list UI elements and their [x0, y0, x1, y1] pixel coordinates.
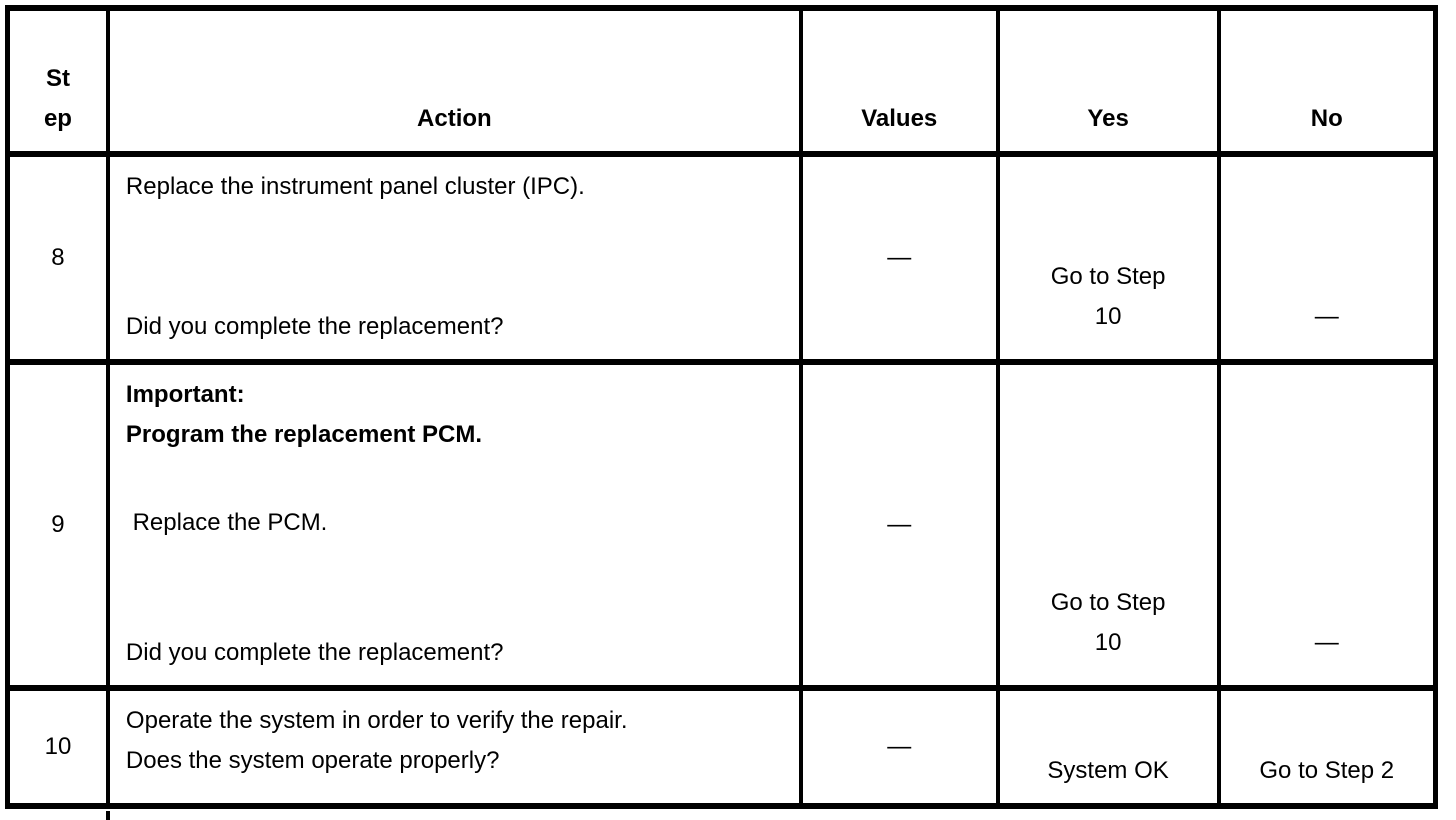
column-header-step: St ep	[5, 5, 110, 157]
column-header-yes: Yes	[995, 5, 1221, 157]
values-cell: —	[798, 359, 1000, 691]
yes-cell: Go to Step 10	[995, 151, 1221, 365]
yes-cell: System OK	[995, 685, 1221, 809]
yes-text: Go to Step 10	[1050, 589, 1173, 656]
no-cell: Go to Step 2	[1216, 685, 1438, 809]
action-text: Replace the PCM.	[125, 509, 328, 536]
action-question: Did you complete the replacement?	[125, 313, 504, 340]
column-header-values: Values	[798, 5, 1000, 157]
table-row-step-9: 9 Important: Program the replacement PCM…	[5, 359, 1438, 691]
action-cell: Replace the instrument panel cluster (IP…	[105, 151, 803, 365]
table-row-step-8: 8 Replace the instrument panel cluster (…	[5, 151, 1438, 365]
column-header-no: No	[1216, 5, 1438, 157]
action-cell: Important: Program the replacement PCM. …	[105, 359, 803, 691]
values-cell: —	[798, 151, 1000, 365]
column-header-action: Action	[105, 5, 803, 157]
header-row: St ep Action Values Yes No	[5, 5, 1438, 157]
yes-cell: Go to Step 10	[995, 359, 1221, 691]
values-cell: —	[798, 685, 1000, 809]
action-text: Replace the instrument panel cluster (IP…	[125, 173, 585, 200]
step-cell: 8	[5, 151, 110, 365]
step-cell: 9	[5, 359, 110, 691]
action-question: Did you complete the replacement?	[125, 639, 504, 666]
diagnostic-table: St ep Action Values Yes No 8 Replace the…	[5, 5, 1438, 809]
action-cell: Operate the system in order to verify th…	[105, 685, 803, 809]
action-text: Operate the system in order to verify th…	[125, 707, 628, 774]
yes-text: Go to Step 10	[1050, 263, 1173, 330]
no-cell: —	[1216, 359, 1438, 691]
step-cell: 10	[5, 685, 110, 809]
table-divider-stub	[106, 811, 110, 820]
action-important-text: Important: Program the replacement PCM.	[125, 381, 483, 448]
no-cell: —	[1216, 151, 1438, 365]
table-row-step-10: 10 Operate the system in order to verify…	[5, 685, 1438, 809]
yes-text: System OK	[1047, 757, 1169, 784]
